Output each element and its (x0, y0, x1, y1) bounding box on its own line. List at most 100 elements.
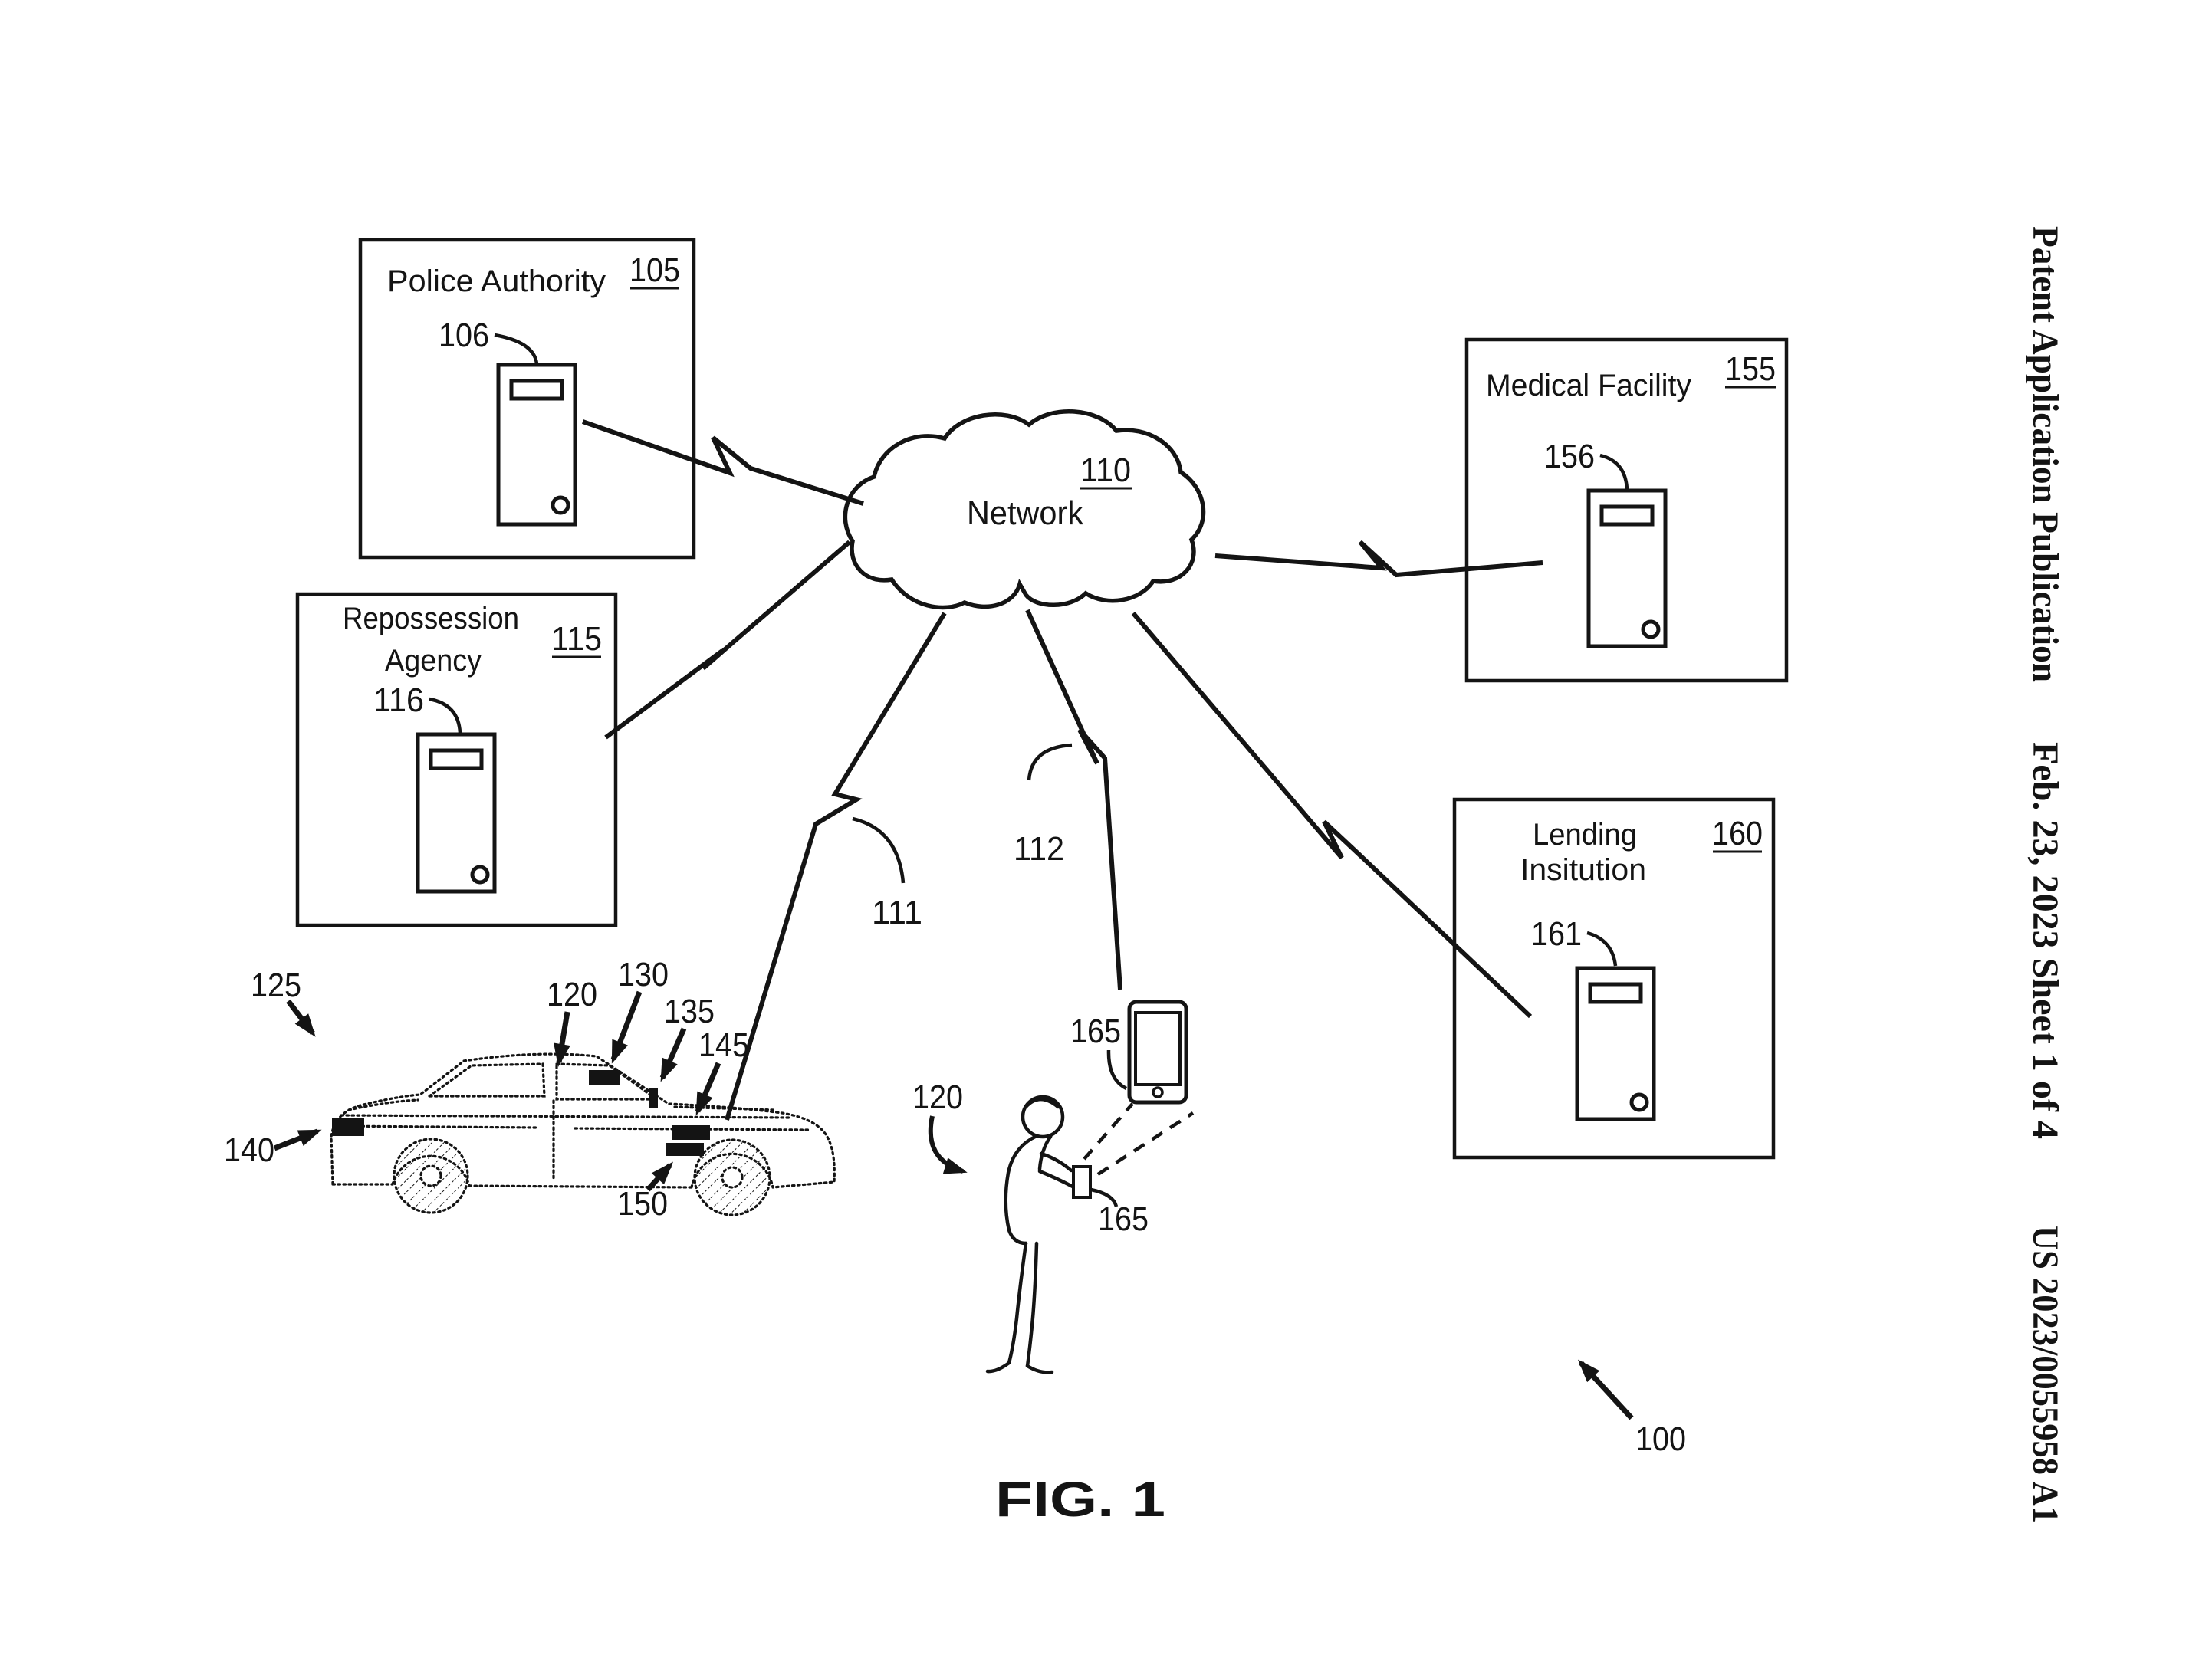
tablet-leader (1106, 1049, 1128, 1091)
server-led (1629, 1092, 1649, 1112)
vehicle-ref-140: 140 (224, 1131, 274, 1169)
sync-dash-upper (1083, 1102, 1134, 1161)
arrow-125 (286, 999, 316, 1037)
server-led (1641, 619, 1661, 639)
person-hair (1024, 1097, 1060, 1109)
person-front-leg (1025, 1241, 1039, 1368)
server-slot (1599, 504, 1655, 527)
vehicle-ref-130: 130 (618, 956, 669, 993)
handheld-leader (1090, 1187, 1119, 1207)
medical-ref: 155 (1725, 350, 1776, 388)
police-ref: 105 (629, 251, 680, 289)
operator-group: 165 165 120 (912, 1000, 1195, 1374)
repossession-server-ref: 116 (373, 681, 424, 719)
lending-ref: 160 (1712, 815, 1763, 852)
police-box-border (358, 238, 696, 560)
arrow-150 (646, 1161, 674, 1192)
link-medical-network-bolt (1214, 540, 1543, 578)
link-repossession-network-bolt (604, 540, 851, 740)
server-led (470, 865, 490, 885)
police-server-leader (494, 333, 539, 364)
arrow-145 (695, 1062, 721, 1116)
repossession-agency-box: Repossession Agency 115 116 (295, 592, 618, 927)
device-link-ref: 112 (1014, 830, 1064, 868)
header-doc-number: US 2023/0055958 A1 (2025, 1226, 2066, 1523)
network-ref: 110 (1080, 451, 1131, 489)
tablet-icon (1127, 1000, 1188, 1105)
medical-server-icon (1586, 488, 1668, 648)
repossession-server-leader (429, 697, 462, 734)
server-led (551, 495, 570, 515)
link-lending-network-bolt (1131, 612, 1533, 1019)
arrow-140 (273, 1128, 322, 1151)
vehicle-link-leader (852, 816, 906, 884)
tablet-home-button (1152, 1086, 1164, 1098)
vehicle-ref-150: 150 (617, 1185, 668, 1223)
cloud-shape (843, 409, 1206, 610)
arrow-135 (659, 1027, 687, 1082)
medical-server-leader (1599, 453, 1629, 490)
car-trunk-line (673, 1105, 776, 1111)
vehicle-ref-145: 145 (698, 1026, 749, 1064)
pillar-sensor (649, 1088, 658, 1108)
vehicle-link-ref: 111 (872, 894, 922, 931)
network-label: Network (967, 494, 1084, 532)
handheld-phone-icon (1072, 1165, 1092, 1199)
vehicle-sensors (332, 1070, 710, 1156)
tablet-body (1127, 1000, 1188, 1105)
lending-server-icon (1575, 966, 1656, 1121)
person-back (1004, 1134, 1039, 1246)
tablet-screen (1134, 1011, 1182, 1086)
car-body-outline (330, 1052, 836, 1189)
link-device-network-bolt (1025, 609, 1122, 990)
person-arm-lower (1037, 1169, 1075, 1189)
vehicle-ref-120: 120 (547, 976, 597, 1013)
server-slot (429, 748, 484, 770)
device-link-leader (1027, 743, 1073, 781)
sync-dash-lower (1096, 1111, 1195, 1176)
wheel-sensor (666, 1143, 704, 1156)
car-rear-window (555, 1062, 660, 1101)
police-title: Police Authority (387, 264, 606, 298)
arrow-120-car (554, 1011, 570, 1067)
car-beltline (334, 1114, 810, 1131)
person-back-leg (1007, 1241, 1028, 1365)
server-slot (509, 379, 564, 401)
car-rear-hub (721, 1166, 744, 1189)
lending-title-line1: Lending (1533, 818, 1637, 852)
device-sync-dashes (1083, 1102, 1195, 1176)
arrow-100 (1577, 1359, 1634, 1420)
person-chest (1037, 1134, 1053, 1171)
vehicle-labels: 125 120 130 135 145 140 150 (224, 956, 749, 1223)
car-front-window (426, 1062, 546, 1098)
car-hood-line (347, 1098, 419, 1111)
repossession-title-line2: Agency (385, 644, 482, 678)
person-front-foot (1025, 1364, 1054, 1374)
vehicle-ref-135: 135 (664, 993, 715, 1030)
arrow-120-person (928, 1115, 968, 1174)
repossession-ref: 115 (551, 620, 602, 658)
network-cloud: 110 Network (843, 409, 1206, 610)
figure-caption-group: FIG. 1 100 (995, 1359, 1686, 1527)
figure-caption: FIG. 1 (995, 1472, 1165, 1527)
person-figure (985, 1095, 1075, 1374)
repossession-box-border (295, 592, 618, 927)
header-publication: Patent Application Publication (2025, 226, 2066, 682)
car-front-hub (419, 1164, 442, 1187)
fender-sensor (672, 1125, 710, 1140)
handheld-ref: 165 (1098, 1200, 1149, 1238)
medical-server-ref: 156 (1544, 438, 1595, 475)
sheet-header-rotated: Patent Application Publication Feb. 23, … (2025, 226, 2066, 1523)
repossession-server-icon (416, 732, 497, 894)
person-back-foot (985, 1361, 1011, 1374)
server-slot (1588, 982, 1643, 1004)
front-sensor (332, 1118, 364, 1136)
police-server-ref: 106 (439, 317, 489, 354)
lending-server-ref: 161 (1531, 915, 1582, 953)
arrow-130 (610, 990, 643, 1064)
roof-sensor (589, 1070, 620, 1085)
lending-box-border (1452, 797, 1776, 1160)
police-server-icon (496, 363, 577, 527)
